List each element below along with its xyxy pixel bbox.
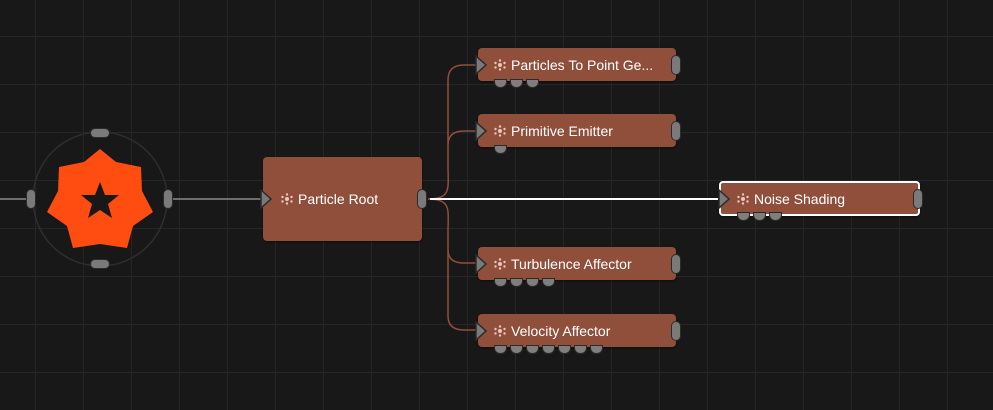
sub-port-row bbox=[494, 145, 507, 154]
emitter-node[interactable] bbox=[26, 128, 173, 269]
node-label: Velocity Affector bbox=[511, 322, 611, 339]
particle-icon bbox=[493, 324, 507, 338]
sub-port[interactable] bbox=[510, 79, 523, 88]
node-label: Noise Shading bbox=[754, 190, 846, 207]
input-port[interactable] bbox=[475, 253, 487, 274]
sub-port[interactable] bbox=[494, 145, 507, 154]
particle-icon bbox=[280, 192, 294, 206]
wire-velocity-affector bbox=[427, 198, 478, 331]
sub-port-row bbox=[737, 212, 782, 221]
sub-port-row bbox=[494, 345, 603, 354]
emitter-port-bottom[interactable] bbox=[90, 259, 110, 269]
node-particle-root[interactable]: Particle Root bbox=[260, 157, 427, 241]
emitter-port-top[interactable] bbox=[90, 128, 110, 138]
sub-port[interactable] bbox=[769, 212, 782, 221]
node-primitive-emitter[interactable]: Primitive Emitter bbox=[475, 114, 681, 154]
sub-port[interactable] bbox=[494, 345, 507, 354]
node-label: Primitive Emitter bbox=[511, 122, 613, 139]
particle-icon bbox=[493, 58, 507, 72]
sub-port[interactable] bbox=[526, 345, 539, 354]
sub-port[interactable] bbox=[510, 278, 523, 287]
sub-port[interactable] bbox=[494, 79, 507, 88]
sub-port[interactable] bbox=[542, 345, 555, 354]
wire-particles-to-point bbox=[427, 64, 478, 200]
output-port[interactable] bbox=[913, 188, 923, 209]
input-port[interactable] bbox=[475, 120, 487, 141]
emitter-gear-icon bbox=[32, 131, 168, 267]
node-label: Particles To Point Ge... bbox=[511, 56, 654, 73]
sub-port-row bbox=[494, 278, 555, 287]
sub-port[interactable] bbox=[737, 212, 750, 221]
sub-port[interactable] bbox=[526, 79, 539, 88]
sub-port[interactable] bbox=[753, 212, 766, 221]
input-port[interactable] bbox=[475, 320, 487, 341]
output-port[interactable] bbox=[417, 189, 427, 209]
output-port[interactable] bbox=[671, 54, 681, 75]
particle-icon bbox=[493, 124, 507, 138]
output-port[interactable] bbox=[671, 120, 681, 141]
node-label: Turbulence Affector bbox=[511, 255, 632, 272]
emitter-port-right[interactable] bbox=[163, 189, 173, 209]
sub-port[interactable] bbox=[494, 278, 507, 287]
node-turbulence-affector[interactable]: Turbulence Affector bbox=[475, 247, 681, 287]
sub-port-row bbox=[494, 79, 539, 88]
sub-port[interactable] bbox=[510, 345, 523, 354]
output-port[interactable] bbox=[671, 253, 681, 274]
node-particles-to-point[interactable]: Particles To Point Ge... bbox=[475, 48, 681, 88]
particle-icon bbox=[736, 192, 750, 206]
input-port[interactable] bbox=[260, 189, 272, 209]
sub-port[interactable] bbox=[558, 345, 571, 354]
sub-port[interactable] bbox=[590, 345, 603, 354]
sub-port[interactable] bbox=[526, 278, 539, 287]
output-port[interactable] bbox=[671, 320, 681, 341]
emitter-port-left[interactable] bbox=[26, 189, 36, 209]
sub-port[interactable] bbox=[542, 278, 555, 287]
node-velocity-affector[interactable]: Velocity Affector bbox=[475, 314, 681, 354]
node-label: Particle Root bbox=[298, 191, 379, 207]
wire-turbulence-affector bbox=[447, 249, 478, 264]
particle-icon bbox=[493, 257, 507, 271]
input-port[interactable] bbox=[718, 188, 730, 209]
node-noise-shading[interactable]: Noise Shading bbox=[718, 181, 923, 221]
wire-primitive-emitter bbox=[447, 130, 478, 146]
input-port[interactable] bbox=[475, 54, 487, 75]
sub-port[interactable] bbox=[574, 345, 587, 354]
